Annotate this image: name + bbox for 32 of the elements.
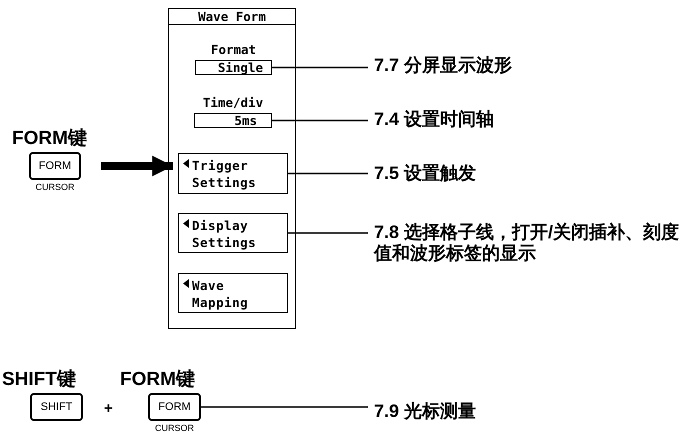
value-field: Single bbox=[195, 60, 272, 75]
value-field: 5ms bbox=[194, 113, 272, 128]
section-reference: 7.4 设置时间轴 bbox=[374, 109, 674, 130]
softkey-box bbox=[178, 273, 288, 313]
section-reference: 7.8 选择格子线，打开/关闭插补、刻度值和波形标签的显示 bbox=[374, 222, 690, 264]
softkey-box bbox=[178, 213, 288, 253]
field-label: Time/div bbox=[202, 96, 264, 110]
key-button: FORM bbox=[148, 393, 201, 421]
connector-line bbox=[272, 120, 368, 122]
connector-line bbox=[288, 172, 368, 174]
key-name: FORM键 bbox=[12, 128, 87, 150]
softkey-label: Display Settings bbox=[192, 217, 258, 251]
panel-title: Wave Form bbox=[169, 9, 295, 25]
menu-panel bbox=[168, 8, 296, 329]
connector-line bbox=[272, 66, 368, 68]
connector-line bbox=[201, 406, 368, 408]
softkey-box bbox=[178, 153, 288, 194]
connector-line bbox=[288, 232, 368, 234]
key-button: SHIFT bbox=[30, 393, 83, 421]
plus-sign: + bbox=[104, 400, 113, 417]
field-label: Format bbox=[210, 43, 258, 57]
section-reference: 7.5 设置触发 bbox=[374, 163, 674, 184]
section-reference: 7.9 光标测量 bbox=[374, 401, 574, 422]
key-name: FORM键 bbox=[120, 369, 195, 391]
key-button: FORM bbox=[29, 152, 81, 180]
key-name: SHIFT键 bbox=[2, 369, 76, 391]
softkey-label: Wave Mapping bbox=[192, 277, 250, 311]
softkey-label: Trigger Settings bbox=[192, 157, 258, 191]
arrow bbox=[101, 156, 173, 176]
key-sublabel: CURSOR bbox=[154, 423, 195, 433]
section-reference: 7.7 分屏显示波形 bbox=[374, 55, 674, 76]
key-sublabel: CURSOR bbox=[34, 182, 76, 192]
